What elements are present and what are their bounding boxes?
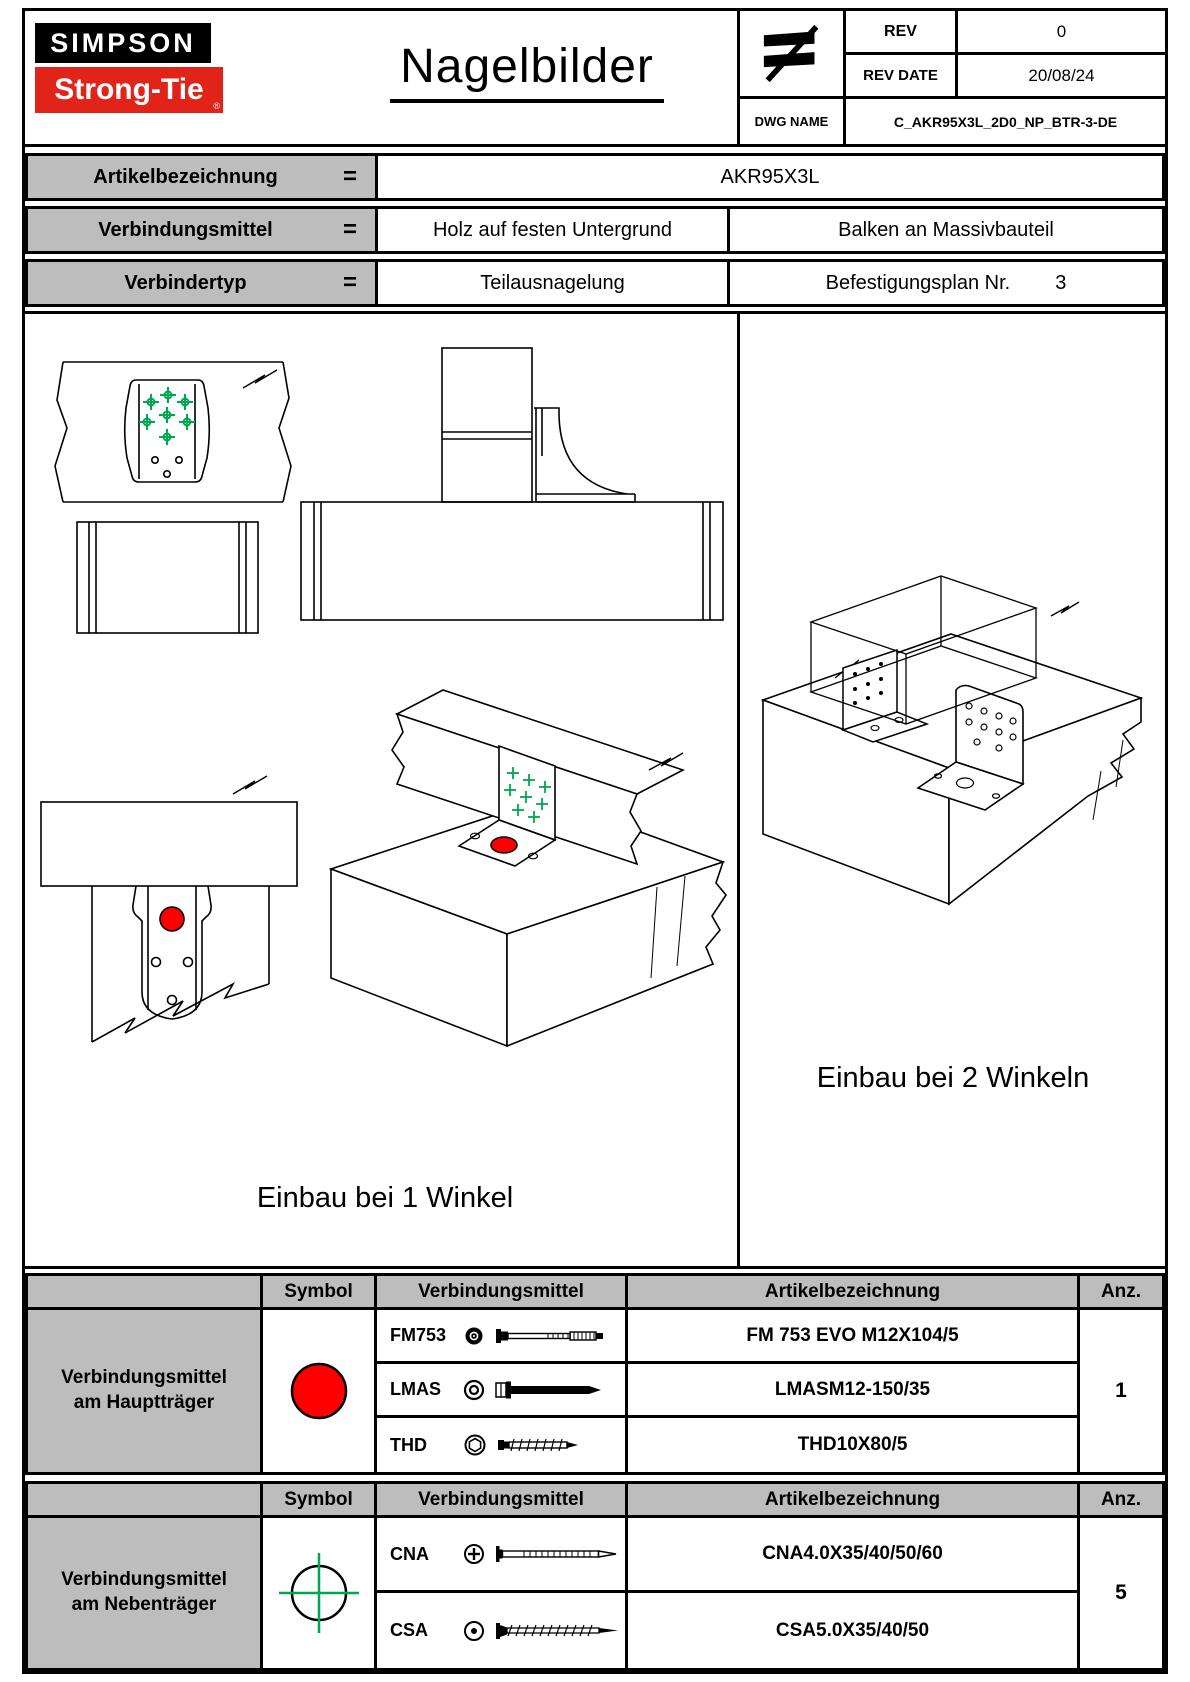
fastener-row-thd: THD [377,1418,628,1472]
col-verbindungsmittel: Verbindungsmittel [377,1276,628,1310]
dwg-name-value: C_AKR95X3L_2D0_NP_BTR-3-DE [893,113,1118,130]
info-label-cell: Artikelbezeichnung = [28,156,378,198]
haupttraeger-symbol-cell [263,1310,377,1472]
green-cross-nail-markers-iso [504,767,551,823]
artikelbezeichnung-value: AKR95X3L [720,165,820,188]
registered-mark: ® [213,101,220,111]
fastener-code: CSA [390,1620,429,1640]
fastener-code: CNA [390,1543,429,1564]
info-row-verbindungsmittel: Verbindungsmittel = Holz auf festen Unte… [25,206,1165,254]
simpson-strongtie-logo: SIMPSON Strong-Tie ® [35,23,223,113]
fastener-row-csa: CSA [377,1593,628,1668]
sheet-title-wrap: Nagelbilder [317,39,737,103]
caption-one-winkel: Einbau bei 1 Winkel [256,1182,514,1214]
top-view-drawing [54,361,292,503]
fm753-head-icon [465,1327,483,1344]
red-anchor-marker [159,906,185,932]
artikel-thd: THD10X80/5 [628,1418,1080,1472]
info-label: Verbindertyp [124,271,247,294]
green-crosshair-icon [278,1553,359,1633]
rev-value: 0 [958,11,1165,55]
thd-screw-icon [498,1438,578,1452]
green-cross-nail-markers [139,387,195,445]
fm753-bolt-icon [496,1328,603,1343]
verbindungsmittel-value-left: Holz auf festen Untergrund [378,209,730,251]
nebentraeger-row-header: Verbindungsmittel am Nebenträger [28,1518,263,1668]
projection-symbol-cell [740,11,846,99]
col-anz: Anz. [1080,1484,1162,1518]
befestigungsplan-number: 3 [1055,271,1067,294]
csa-head-icon [464,1620,484,1641]
info-label: Artikelbezeichnung [93,165,278,188]
front-view-drawing [300,347,724,621]
artikel-cna: CNA4.0X35/40/50/60 [628,1518,1080,1593]
col-artikelbezeichnung: Artikelbezeichnung [628,1484,1080,1518]
rev-label: REV [846,11,958,55]
cna-ring-nail-icon [496,1546,617,1562]
nebentraeger-table: Symbol Verbindungsmittel Artikelbezeichn… [25,1481,1165,1671]
col-artikelbezeichnung: Artikelbezeichnung [628,1276,1080,1310]
red-anchor-marker-iso [490,836,518,854]
befestigungsplan-cell: Befestigungsplan Nr. 3 [730,262,1162,304]
sheet-frame: SIMPSON Strong-Tie ® Nagelbilder REV 0 R… [22,8,1168,1674]
table-corner-cell [28,1276,263,1310]
revision-block: REV 0 REV DATE 20/08/24 DWG NAME C_AKR95… [737,11,1165,144]
isometric-two-brackets-drawing [760,575,1144,906]
logo-strongtie-text: Strong-Tie [54,73,204,106]
red-circle-icon [290,1362,347,1420]
artikel-csa: CSA5.0X35/40/50 [628,1593,1080,1668]
lmas-anchor-bolt-icon [495,1381,601,1398]
cna-head-icon [464,1544,484,1564]
info-row-verbindertyp: Verbindertyp = Teilausnagelung Befestigu… [25,259,1165,307]
drawing-divider [737,314,740,1266]
equals-sign: = [343,269,358,296]
nebentraeger-symbol-cell [263,1518,377,1668]
equals-sign: = [343,163,358,190]
fastener-row-cna: CNA [377,1518,628,1593]
lmas-head-icon [463,1379,485,1400]
fastener-row-fm753: FM753 [377,1310,628,1364]
csa-screw-icon [496,1622,618,1639]
not-equal-projection-icon [763,24,818,82]
equals-sign: = [343,216,358,243]
fastener-code: FM753 [390,1325,447,1345]
haupttraeger-anz: 1 [1080,1310,1162,1472]
info-label-cell: Verbindungsmittel = [28,209,378,251]
rev-date-label: REV DATE [846,55,958,99]
sheet-title: Nagelbilder [390,39,664,103]
dwg-name-label: DWG NAME [740,99,846,144]
verbindungsmittel-value-right: Balken an Massivbauteil [838,218,1054,241]
fastener-code: LMAS [390,1379,441,1399]
rev-date-value: 20/08/24 [958,55,1165,99]
haupttraeger-row-header: Verbindungsmittel am Hauptträger [28,1310,263,1472]
beam-elevation-drawing [76,521,259,634]
caption-two-winkeln: Einbau bei 2 Winkeln [816,1062,1090,1094]
col-anz: Anz. [1080,1276,1162,1310]
info-label-cell: Verbindertyp = [28,262,378,304]
fastener-row-lmas: LMAS [377,1364,628,1418]
isometric-one-bracket-drawing [328,689,727,1048]
befestigungsplan-label: Befestigungsplan Nr. [825,271,1011,294]
thd-head-icon [464,1434,486,1456]
drawing-area: Einbau bei 1 Winkel [25,311,1165,1269]
haupttraeger-table: Symbol Verbindungsmittel Artikelbezeichn… [25,1273,1165,1475]
info-row-artikelbezeichnung: Artikelbezeichnung = AKR95X3L [25,153,1165,201]
side-view-anchor-drawing [40,775,298,1043]
fastener-code: THD [390,1434,427,1455]
col-verbindungsmittel: Verbindungsmittel [377,1484,628,1518]
col-symbol: Symbol [263,1276,377,1310]
table-corner-cell [28,1484,263,1518]
title-block: SIMPSON Strong-Tie ® Nagelbilder REV 0 R… [25,11,1165,147]
info-label: Verbindungsmittel [98,218,273,241]
artikel-lmas: LMASM12-150/35 [628,1364,1080,1418]
logo-simpson: SIMPSON [35,23,211,63]
nebentraeger-anz: 5 [1080,1518,1162,1668]
logo-strongtie: Strong-Tie ® [35,67,223,113]
col-symbol: Symbol [263,1484,377,1518]
artikel-fm753: FM 753 EVO M12X104/5 [628,1310,1080,1364]
verbindertyp-value: Teilausnagelung [378,262,730,304]
